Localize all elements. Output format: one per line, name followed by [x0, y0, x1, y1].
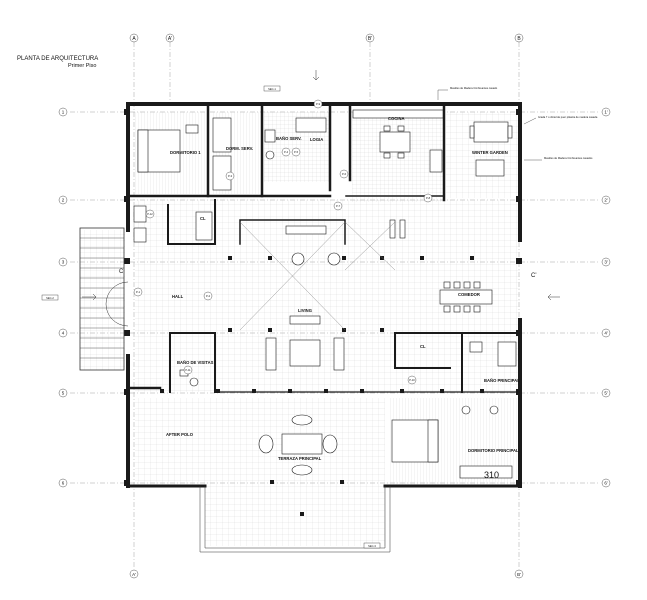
row-label-right-1: 1' [604, 110, 608, 115]
columns [124, 109, 522, 516]
row-label-5: 5 [62, 391, 65, 396]
room-labels: DORMITORIO 1 DORM. SERV. BAÑO SERV. LOGI… [166, 116, 520, 480]
label-bano-serv: BAÑO SERV. [276, 136, 302, 141]
door-label-p4: P-4 [284, 150, 289, 154]
floor-finishes [80, 112, 520, 546]
walls [126, 102, 522, 488]
door-tag-p12: P-12 [145, 209, 155, 219]
door-tag-p1: P-1 [133, 287, 143, 297]
terrace-steps [199, 486, 391, 553]
section-label-left: SEC-2 [46, 296, 54, 300]
row-label-2: 2 [62, 198, 65, 203]
room-number: 310 [484, 470, 499, 480]
row-label-4: 4 [62, 331, 65, 336]
label-winter-garden: WINTER GARDEN [472, 150, 508, 155]
label-dorm-serv: DORM. SERV. [226, 146, 253, 151]
section-marker-top: SEC-1 [263, 70, 320, 92]
door-tag-p2: P-2 [203, 291, 213, 301]
plan-title: PLANTA DE ARQUITECTURA [17, 56, 99, 62]
label-cl-1: CL [200, 216, 206, 221]
door-label-p1: P-1 [136, 290, 141, 294]
section-markers: SEC-1 SEC-2 SEC-3 [41, 70, 560, 549]
label-terraza: TERRAZA PRINCIPAL [278, 456, 322, 461]
row-label-3: 3 [62, 260, 65, 265]
axis-label-top-b: B [517, 36, 521, 42]
door-tag-p8: P-8 [423, 193, 433, 203]
section-label-top: SEC-1 [268, 87, 276, 91]
axis-marker-top-b-prime: B' [365, 33, 375, 43]
label-comedor: COMEDOR [458, 292, 480, 297]
section-marker-left: SEC-2 [41, 293, 97, 301]
door-label-p10: P-10 [409, 378, 415, 382]
note-mastiles-2: Mastiles de Madera Cimbreantes casados [544, 156, 593, 160]
row-label-right-3: 3' [604, 260, 608, 265]
door-label-p12: P-12 [147, 212, 153, 216]
row-label-right-2: 2' [604, 198, 608, 203]
axis-label-bottom-a-prime: A' [132, 572, 136, 577]
axis-label-bottom-b-prime: B' [517, 572, 521, 577]
door-tag-p7: P-7 [333, 201, 343, 211]
label-cocina: COCINA [388, 116, 405, 121]
axis-marker-top-a: A [129, 33, 139, 43]
row-markers-left: 1 2 3 4 5 6 [58, 107, 68, 488]
axis-marker-bottom-b-prime: B' [514, 569, 524, 579]
skylight-lines [239, 221, 396, 331]
door-tags: P-1 P-2 P-3 P-4 P-5 P-6 P-7 P-8 P-9 P-10… [133, 99, 433, 385]
row-markers-right: 1' 2' 3' 4' 5' 6' [601, 107, 611, 488]
label-dorm-principal: DORMITORIO PRINCIPAL [468, 448, 519, 453]
row-label-1: 1 [62, 110, 65, 115]
door-tag-p5: P-5 [291, 147, 301, 157]
door-label-p8: P-8 [426, 196, 431, 200]
label-after-polo: AFTER POLO [166, 432, 194, 437]
door-tag-p9: P-9 [313, 99, 323, 109]
side-mark-c-prime: C' [531, 273, 536, 279]
axis-marker-top-a-prime: A' [165, 33, 175, 43]
axis-marker-bottom-a-prime: A' [129, 569, 139, 579]
door-tag-p3: P-3 [225, 171, 235, 181]
label-living: LIVING [298, 308, 312, 313]
plan-subtitle: Primer Piso [68, 63, 97, 69]
door-tag-p11: P-11 [183, 365, 193, 375]
row-label-6: 6 [62, 481, 65, 486]
note-mastiles-1: Mastiles de Madera Cimbreantes casado [450, 86, 498, 90]
door-label-p6: P-6 [342, 172, 347, 176]
annotations: Mastiles de Madera Cimbreantes casado Gr… [437, 86, 598, 161]
label-bano-visitas: BAÑO DE VISITAS [177, 360, 214, 365]
label-cl-2: CL [420, 344, 426, 349]
door-label-p5: P-5 [294, 150, 299, 154]
row-label-right-4: 4' [604, 331, 608, 336]
label-dormitorio-1: DORMITORIO 1 [170, 150, 201, 155]
label-bano-principal: BAÑO PRINCIPAL [484, 378, 520, 383]
section-marker-bottom: SEC-3 [363, 542, 381, 549]
row-label-right-5: 5' [604, 391, 608, 396]
door-tag-p4: P-4 [281, 147, 291, 157]
door-label-p11: P-11 [185, 368, 191, 372]
grid-markers: A A' B' B A' B' 1 2 3 [58, 33, 611, 579]
section-arrow-right [547, 293, 560, 301]
door-tag-p6: P-6 [339, 169, 349, 179]
note-grada: Grada 7 o dintel de puer pilastra de mad… [538, 115, 598, 119]
label-hall: HALL [172, 294, 184, 299]
label-logia: LOGIA [310, 137, 323, 142]
axis-label-top-a: A [132, 36, 136, 42]
section-label-bottom: SEC-3 [368, 544, 376, 548]
axis-label-top-a-prime: A' [168, 36, 172, 42]
axis-marker-top-b: B [514, 33, 524, 43]
door-tag-p10: P-10 [407, 375, 417, 385]
door-label-p9: P-9 [316, 102, 321, 106]
door-label-p7: P-7 [336, 204, 341, 208]
furniture [133, 109, 517, 479]
entry-porch [79, 227, 129, 371]
door-label-p2: P-2 [206, 294, 211, 298]
door-label-p3: P-3 [228, 174, 233, 178]
row-label-right-6: 6' [604, 481, 608, 486]
axis-label-top-b-prime: B' [368, 36, 372, 42]
